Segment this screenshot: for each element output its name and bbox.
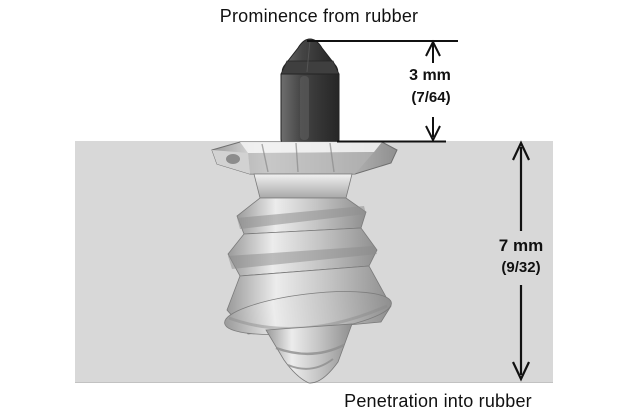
dim-3mm-fraction: (7/64) — [411, 89, 451, 106]
dim-7mm-value: 7 mm — [498, 236, 544, 255]
dim-3mm-value: 3 mm — [409, 67, 451, 84]
arrow-3mm-up-head — [425, 39, 441, 57]
arrow-3mm-down-head — [425, 125, 441, 143]
rubber-block — [75, 141, 553, 383]
label-penetration-into-rubber: Penetration into rubber — [344, 391, 532, 411]
dim-7mm-fraction: (9/32) — [501, 259, 541, 276]
label-prominence-from-rubber: Prominence from rubber — [219, 6, 419, 26]
stud-pin — [280, 38, 340, 145]
